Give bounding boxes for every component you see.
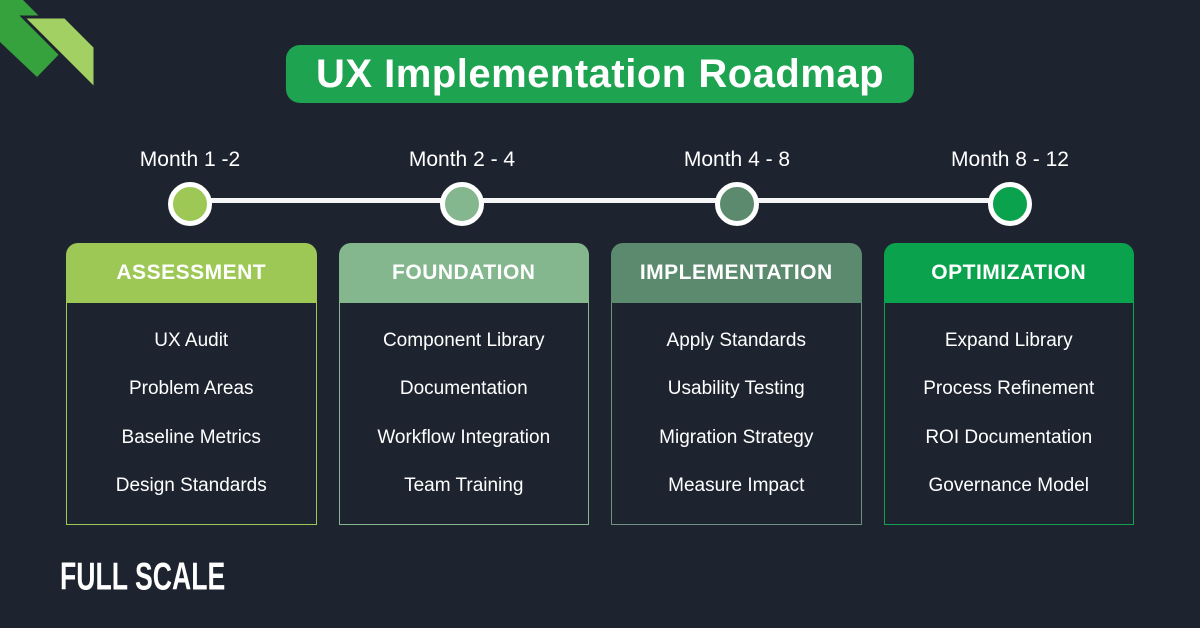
ribbon-light-stripe xyxy=(19,15,97,93)
phase-card-body: UX Audit Problem Areas Baseline Metrics … xyxy=(66,303,317,525)
phase-item: Governance Model xyxy=(928,475,1090,497)
timeline-node-assessment: Month 1 -2 xyxy=(80,146,300,226)
phase-item: Apply Standards xyxy=(666,329,806,351)
phase-item: Workflow Integration xyxy=(377,426,551,448)
phase-title: IMPLEMENTATION xyxy=(639,261,833,284)
phase-card-header: FOUNDATION xyxy=(338,243,589,303)
phase-item: ROI Documentation xyxy=(925,426,1093,448)
title-banner: UX Implementation Roadmap xyxy=(285,45,915,103)
phase-item: Component Library xyxy=(382,329,545,351)
corner-ribbon-icon xyxy=(0,0,97,93)
timeline-node-implementation: Month 4 - 8 xyxy=(627,146,847,226)
phase-item: Team Training xyxy=(404,475,524,497)
phase-card-implementation: IMPLEMENTATION Apply Standards Usability… xyxy=(611,243,862,525)
phase-title: FOUNDATION xyxy=(392,261,536,284)
timeline-month-label: Month 4 - 8 xyxy=(683,148,791,171)
full-scale-logo: FULL SCALE xyxy=(60,554,226,598)
phase-item: Migration Strategy xyxy=(659,426,814,448)
timeline-milestone-circle xyxy=(440,182,484,226)
phase-item: Baseline Metrics xyxy=(121,426,261,448)
phase-item: Usability Testing xyxy=(667,378,805,400)
phase-item: Problem Areas xyxy=(128,378,254,400)
phase-card-assessment: ASSESSMENT UX Audit Problem Areas Baseli… xyxy=(66,243,317,525)
timeline-milestone-circle xyxy=(715,182,759,226)
timeline-node-optimization: Month 8 - 12 xyxy=(900,146,1120,226)
phase-item: Process Refinement xyxy=(923,378,1095,400)
phase-card-header: ASSESSMENT xyxy=(66,243,317,303)
phase-cards: ASSESSMENT UX Audit Problem Areas Baseli… xyxy=(66,243,1134,525)
ribbon-dark-stripe xyxy=(0,0,68,77)
phase-item: Measure Impact xyxy=(668,475,805,497)
phase-card-optimization: OPTIMIZATION Expand Library Process Refi… xyxy=(883,243,1134,525)
phase-card-body: Apply Standards Usability Testing Migrat… xyxy=(611,303,862,525)
phase-card-header: OPTIMIZATION xyxy=(883,243,1134,303)
timeline-month-label: Month 1 -2 xyxy=(139,148,241,171)
page-title: UX Implementation Roadmap xyxy=(315,52,885,96)
phase-item: Expand Library xyxy=(944,329,1073,351)
timeline-month-label: Month 8 - 12 xyxy=(951,148,1069,171)
phase-title: OPTIMIZATION xyxy=(931,261,1087,284)
timeline-milestone-circle xyxy=(168,182,212,226)
timeline-node-foundation: Month 2 - 4 xyxy=(352,146,572,226)
phase-item: Documentation xyxy=(399,378,528,400)
phase-card-body: Expand Library Process Refinement ROI Do… xyxy=(883,303,1134,525)
phase-title: ASSESSMENT xyxy=(116,261,267,284)
timeline: Month 1 -2 Month 2 - 4 Month 4 - 8 Month… xyxy=(0,0,1200,240)
phase-item: Design Standards xyxy=(115,475,267,497)
phase-item: UX Audit xyxy=(154,329,229,351)
timeline-milestone-circle xyxy=(988,182,1032,226)
phase-card-body: Component Library Documentation Workflow… xyxy=(338,303,589,525)
phase-card-foundation: FOUNDATION Component Library Documentati… xyxy=(338,243,589,525)
phase-card-header: IMPLEMENTATION xyxy=(611,243,862,303)
timeline-month-label: Month 2 - 4 xyxy=(408,148,516,171)
timeline-connector-line xyxy=(190,198,1010,203)
